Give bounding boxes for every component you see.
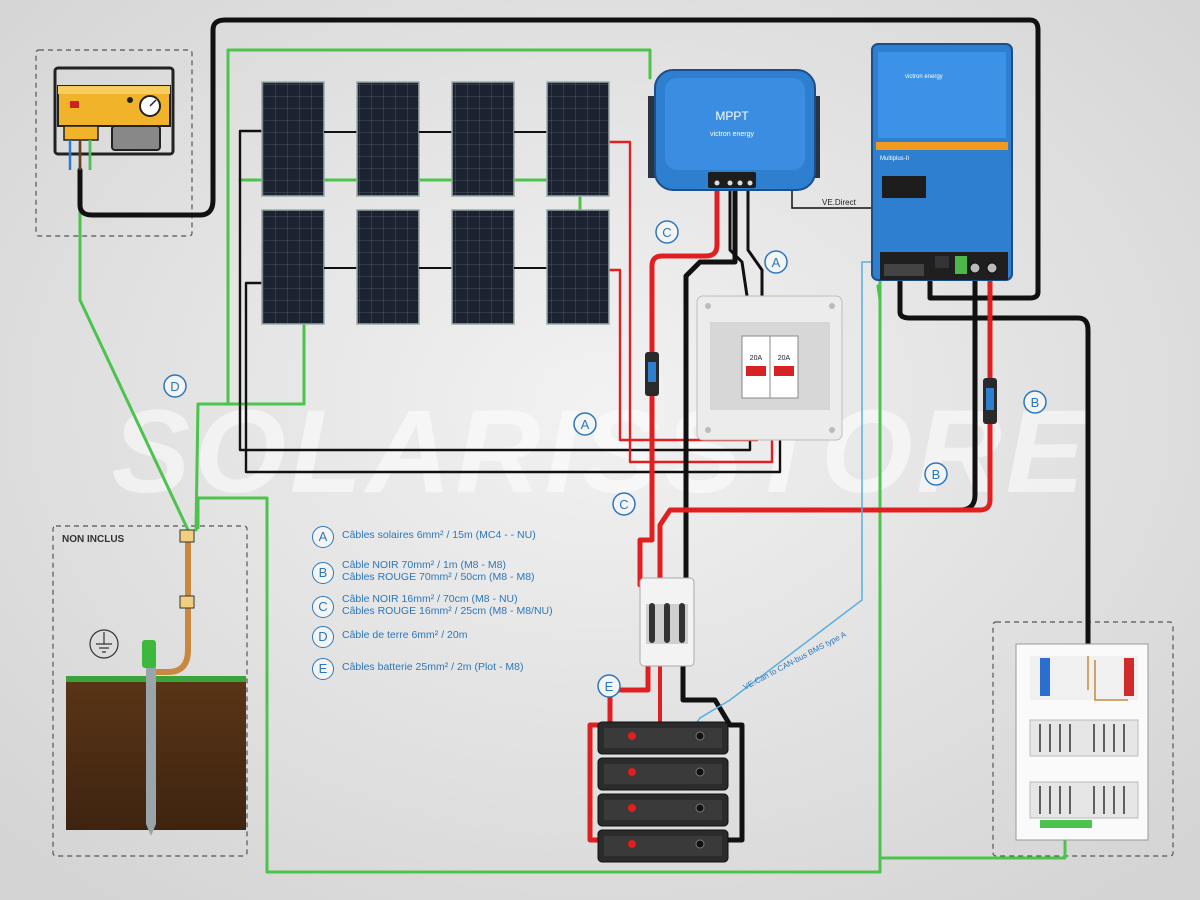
cable-marker-letter: D [170,379,179,394]
legend-item-b: B Câble NOIR 70mm² / 1m (M8 - M8)Câbles … [312,558,592,588]
cable-marker: A [573,412,597,436]
cable-marker: B [1023,390,1047,414]
solar-panel [356,209,452,325]
distribution-board [1015,643,1149,841]
cable-marker: C [612,492,636,516]
dc-breaker-box: 20A 20A [696,295,843,441]
cable-marker: C [655,220,679,244]
generator [53,66,175,170]
solar-panel [451,209,547,325]
cable-marker-letter: C [662,225,671,240]
legend-text: Câbles solaires 6mm² / 15m (MC4 - - NU) [342,529,536,541]
cable-marker-letter: B [932,467,941,482]
watermark: SOLARISSTORE [112,386,1089,518]
cable-marker-letter: C [619,497,628,512]
solar-panel-array [261,81,610,325]
cable-marker-letter: A [772,255,781,270]
solar-panel [356,81,452,197]
battery-module [597,829,729,863]
cable-marker-letter: E [605,679,614,694]
legend-item-a: A Câbles solaires 6mm² / 15m (MC4 - - NU… [312,526,592,554]
battery-disconnect [639,577,695,667]
legend-badge: E [312,658,334,680]
ac-wires [77,17,1091,659]
legend-badge: A [312,526,334,548]
earth-box [52,525,248,857]
legend-badge: B [312,562,334,584]
fuse-c [645,352,659,396]
legend-text: Câble NOIR 70mm² / 1m (M8 - M8)Câbles RO… [342,559,535,583]
solar-panel [546,209,610,325]
legend-item-c: C Câble NOIR 16mm² / 70cm (M8 - NU)Câble… [312,592,592,622]
breaker-2-rating: 20A [778,355,791,362]
cable-marker-letter: B [1031,395,1040,410]
legend-badge: C [312,596,334,618]
solar-panel [261,81,357,197]
mppt-title: MPPT [715,109,749,123]
cable-marker: E [597,674,621,698]
earth-rod [66,529,246,836]
legend-badge: D [312,626,334,648]
inverter-brand: victron energy [905,74,943,80]
distribution-box [992,621,1174,857]
cable-marker: D [163,374,187,398]
legend-text: Câble de terre 6mm² / 20m [342,629,468,641]
battery-bank [597,721,729,863]
cable-marker: B [924,462,948,486]
legend-text: Câble NOIR 16mm² / 70cm (M8 - NU)Câbles … [342,593,553,617]
non-inclus-label: NON INCLUS [62,534,125,545]
solar-panel [546,81,610,197]
legend-text: Câbles batterie 25mm² / 2m (Plot - M8) [342,661,524,673]
battery-module [597,757,729,791]
mppt-brand: victron energy [710,131,754,138]
cable-legend: A Câbles solaires 6mm² / 15m (MC4 - - NU… [312,526,592,690]
cable-marker-letter: A [581,417,590,432]
ve-direct-label: VE.Direct [822,198,857,207]
mppt-controller: MPPT victron energy [648,69,820,191]
solar-panel [261,209,357,325]
fuse-b [983,378,997,424]
legend-item-d: D Câble de terre 6mm² / 20m [312,626,592,654]
cable-marker: A [764,250,788,274]
battery-module [597,721,729,755]
multiplus-inverter: victron energy Multiplus-II [871,43,1013,281]
breaker-1-rating: 20A [750,355,763,362]
legend-item-e: E Câbles batterie 25mm² / 2m (Plot - M8) [312,658,592,686]
solar-panel [451,81,547,197]
inverter-model: Multiplus-II [880,156,909,162]
battery-module [597,793,729,827]
generator-box [35,49,193,237]
